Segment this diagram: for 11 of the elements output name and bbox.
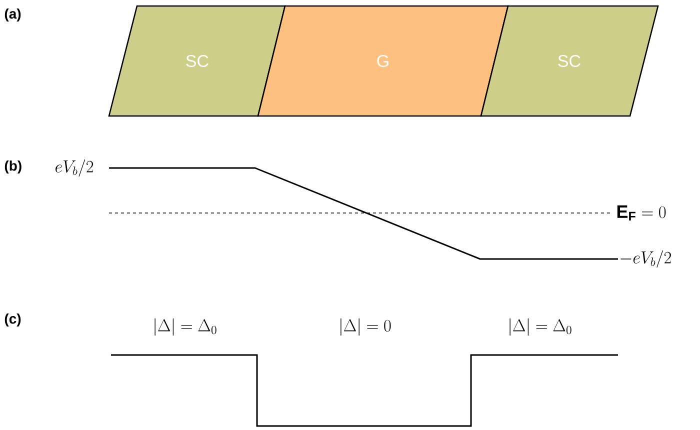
panel-label: (c) [4,313,21,326]
parallelogram-segment: SC [480,5,659,117]
formula-label: $|\Delta|=\Delta_0$ [510,318,572,336]
formula-label: $eV_b/2$ [56,159,94,177]
formula-label: $|\Delta|=0$ [340,318,391,336]
formula-label: $-eV_b/2$ [620,250,671,268]
formula-label: $|\Delta|=\Delta_0$ [154,318,216,336]
panel-label: (b) [4,160,22,174]
panel-label: (a) [4,8,21,22]
formula-label: $\mathbf{E}_{\mathbf{F}}=0$ [617,205,666,221]
parallelogram-segment: SC [108,5,286,117]
